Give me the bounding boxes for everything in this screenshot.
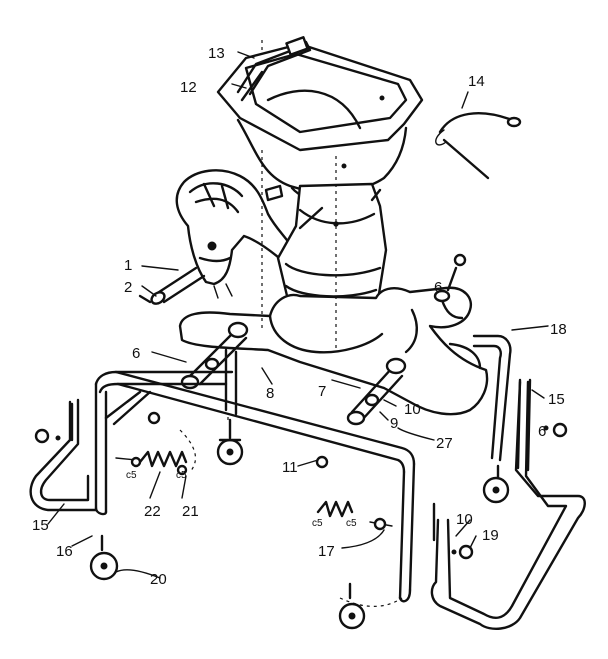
assembly-guide-lines xyxy=(179,150,403,607)
callout-6-left: 6 xyxy=(132,345,140,362)
axle-pin-upper xyxy=(264,184,284,202)
callout-27: 27 xyxy=(436,435,453,452)
callout-10-lower: 10 xyxy=(456,511,473,528)
callout-21: 21 xyxy=(182,503,199,520)
callout-12: 12 xyxy=(180,79,197,96)
spring-left xyxy=(115,450,188,468)
rear-rocker-axle xyxy=(346,357,407,426)
leader-lines xyxy=(47,51,549,579)
callout-15-upper: 15 xyxy=(548,391,565,408)
callout-2: 2 xyxy=(124,279,132,296)
callout-1: 1 xyxy=(124,257,132,274)
clip-mark-mid-left: c5 xyxy=(312,518,323,529)
callout-16: 16 xyxy=(56,543,73,560)
callout-20: 20 xyxy=(150,571,167,588)
callout-labels: 13 12 14 1 2 6 6 18 8 7 10 9 15 6 27 11 … xyxy=(32,45,567,588)
callout-17: 17 xyxy=(318,543,335,560)
clip-markings: c5 c5 c5 c5 xyxy=(126,470,357,529)
callout-18: 18 xyxy=(550,321,567,338)
horse-neck-column xyxy=(276,182,388,302)
callout-8: 8 xyxy=(266,385,274,402)
caster-wheel-right xyxy=(482,464,510,504)
right-upright-pole xyxy=(516,378,532,472)
bucket-handle xyxy=(236,36,312,102)
callout-11: 11 xyxy=(282,459,298,476)
callout-7: 7 xyxy=(318,383,326,400)
callout-13: 13 xyxy=(208,45,225,62)
callout-6-right: 6 xyxy=(434,279,442,296)
saddle-base xyxy=(178,286,489,416)
callout-14: 14 xyxy=(468,73,485,90)
callout-22: 22 xyxy=(144,503,161,520)
caster-wheel-left xyxy=(89,534,119,581)
clip-mark-left: c5 xyxy=(126,470,137,481)
callout-19: 19 xyxy=(482,527,499,544)
left-rocker-runner xyxy=(29,390,152,512)
rope-cord xyxy=(435,112,522,180)
clip-mark-right: c5 xyxy=(176,470,187,481)
seat-bucket xyxy=(216,42,424,205)
axle-pin-left xyxy=(138,266,206,305)
callout-6-lower: 6 xyxy=(538,423,546,440)
main-frame xyxy=(94,348,416,603)
small-pin-right xyxy=(433,253,467,303)
callout-15-lower: 15 xyxy=(32,517,49,534)
caster-wheel-center xyxy=(216,418,244,466)
callout-10-upper: 10 xyxy=(404,401,421,418)
hardware-nuts xyxy=(34,411,568,560)
clip-mark-mid-right: c5 xyxy=(346,518,357,529)
caster-wheel-bottom xyxy=(338,582,366,630)
horse-body xyxy=(175,169,298,299)
right-rocker-runner xyxy=(430,334,586,630)
callout-9: 9 xyxy=(390,415,398,432)
vertical-bolts xyxy=(70,402,436,542)
